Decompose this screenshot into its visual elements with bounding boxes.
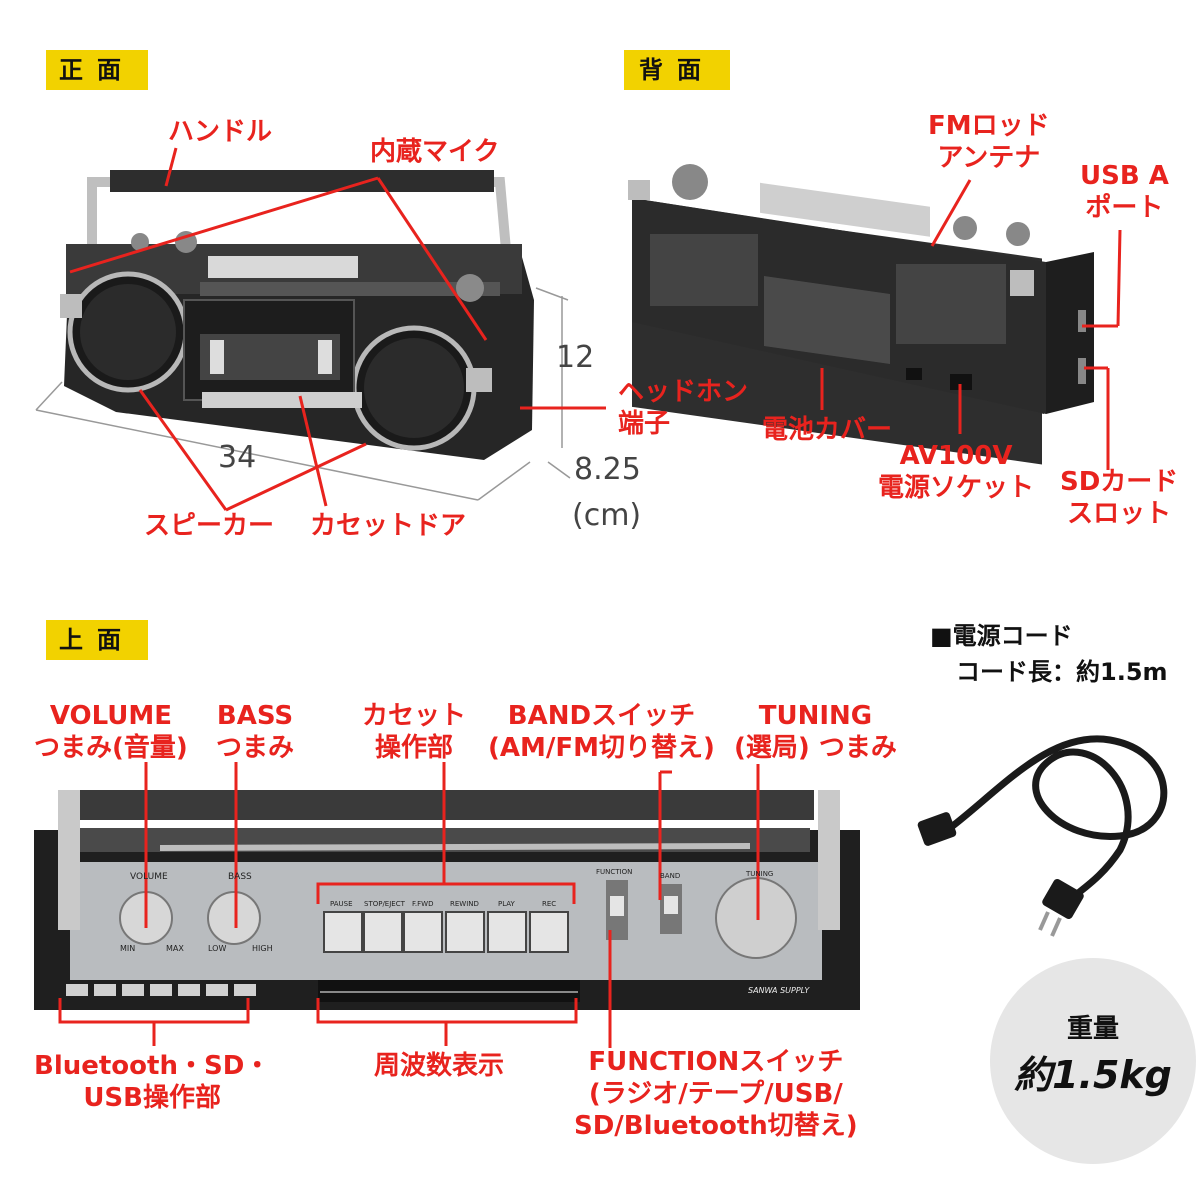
bass-knob-label: BASS つまみ — [216, 701, 295, 763]
back-radio-image — [628, 164, 1094, 465]
front-section-tag: 正面 — [46, 50, 148, 90]
weight-badge: 重量 約1.5kg — [990, 958, 1196, 1164]
top-section-tag: 上面 — [46, 620, 148, 660]
cord-title: ■電源コード — [930, 622, 1073, 650]
pause-button-text: PAUSE — [330, 900, 353, 908]
freq-display-label: 周波数表示 — [374, 1051, 505, 1081]
bt-ops-label: Bluetooth・SD・ USB操作部 — [34, 1051, 271, 1113]
speaker-label: スピーカー — [144, 511, 275, 541]
back-section-tag: 背面 — [624, 50, 730, 90]
play-button-text: PLAY — [498, 900, 515, 908]
top-leader-lines — [58, 762, 760, 1048]
depth-dimension: 8.25 — [574, 452, 641, 487]
usb-port-label: USB A ポート — [1080, 161, 1169, 223]
tuning-text: TUNING — [746, 870, 774, 878]
back-leader-lines — [820, 179, 1122, 470]
band-switch-label: BANDスイッチ (AM/FM切り替え) — [488, 701, 715, 763]
panel-max-text: MAX — [166, 944, 184, 953]
function-text: FUNCTION — [596, 868, 633, 876]
cassette-ops-label: カセット 操作部 — [362, 701, 467, 763]
headphone-label: ヘッドホン 端子 — [618, 377, 749, 439]
handle-label: ハンドル — [168, 117, 273, 147]
panel-high-text: HIGH — [252, 944, 273, 953]
front-leader-lines — [69, 147, 606, 512]
height-dimension: 12 — [556, 340, 595, 375]
fm-antenna-label: FMロッド アンテナ — [928, 111, 1050, 173]
panel-bass-text: BASS — [228, 872, 252, 882]
tuning-knob-label: TUNING (選局) つまみ — [734, 701, 897, 763]
panel-volume-text: VOLUME — [130, 872, 168, 882]
weight-label: 重量 — [1066, 1014, 1119, 1044]
mic-label: 内蔵マイク — [370, 137, 500, 167]
stop-eject-button-text: STOP/EJECT — [364, 900, 405, 908]
brand-text: SANWA SUPPLY — [748, 986, 810, 995]
top-radio-image — [34, 790, 860, 1010]
power-cord-image — [917, 735, 1168, 937]
front-radio-image — [35, 170, 571, 501]
battery-cover-label: 電池カバー — [762, 415, 893, 445]
width-dimension: 34 — [218, 440, 257, 475]
ffwd-button-text: F.FWD — [412, 900, 434, 908]
rec-button-text: REC — [542, 900, 557, 908]
power-socket-label: AV100V 電源ソケット — [878, 441, 1035, 503]
cord-length: コード長：約1.5m — [956, 658, 1168, 686]
cassette-door-label: カセットドア — [310, 511, 467, 541]
unit-label: (cm) — [572, 498, 642, 533]
weight-value: 約1.5kg — [1014, 1053, 1172, 1097]
volume-knob-label: VOLUME つまみ(音量) — [34, 701, 188, 763]
panel-min-text: MIN — [120, 944, 136, 953]
band-text: BAND — [660, 872, 681, 880]
rewind-button-text: REWIND — [450, 900, 479, 908]
function-switch-label: FUNCTIONスイッチ (ラジオ/テープ/USB/ SD/Bluetooth切… — [574, 1047, 858, 1141]
panel-low-text: LOW — [208, 944, 227, 953]
sd-slot-label: SDカード スロット — [1060, 467, 1179, 529]
